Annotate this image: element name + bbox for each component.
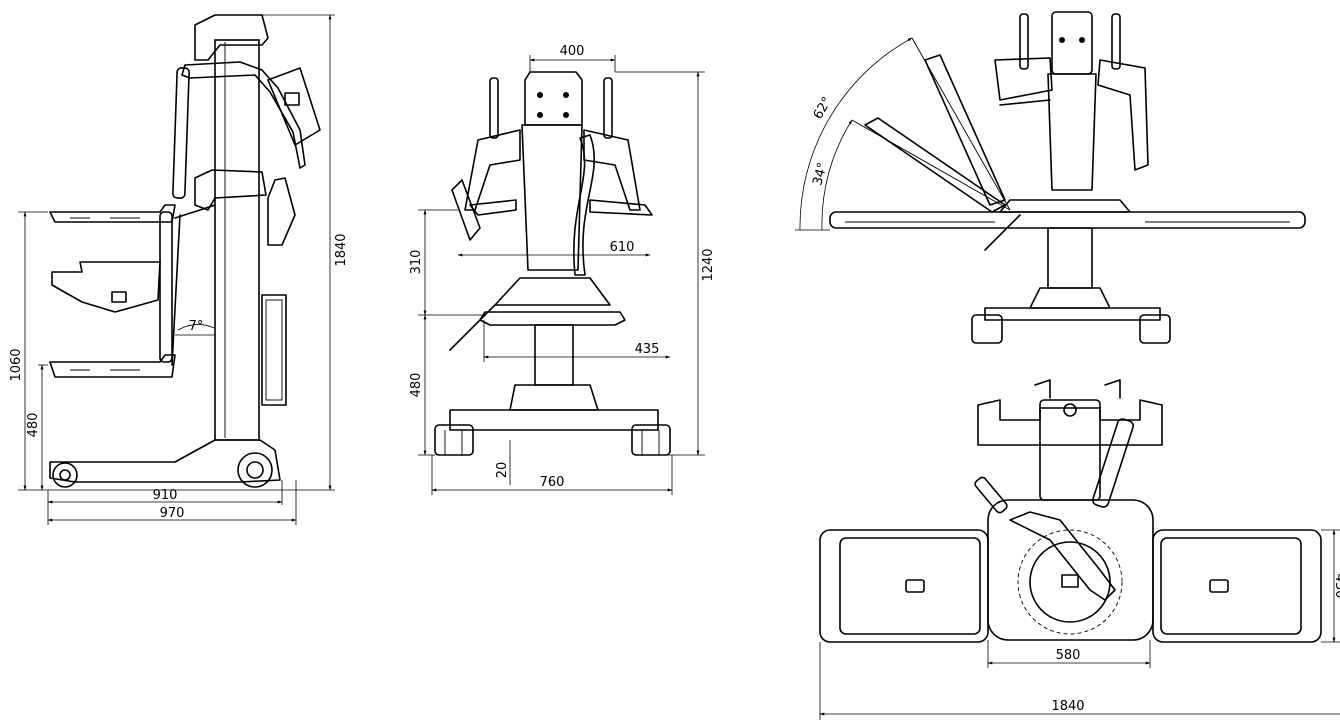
upper-knee-pad bbox=[267, 67, 321, 146]
dim-arm-span: 610 bbox=[610, 240, 635, 255]
rear-wheel bbox=[237, 452, 273, 488]
front-head bbox=[524, 71, 583, 126]
plan-seat-right bbox=[1152, 529, 1322, 643]
dim-clearance: 20 bbox=[495, 462, 510, 479]
tilt-head bbox=[1051, 11, 1093, 75]
lower-seat bbox=[49, 354, 176, 378]
middle-seat bbox=[51, 261, 161, 313]
plan-seat-left bbox=[819, 529, 989, 643]
plan-strap bbox=[1009, 511, 1116, 601]
front-view: 400 1240 610 310 435 480 20 760 bbox=[409, 44, 716, 495]
upper-seat bbox=[49, 204, 176, 223]
dim-plate-height: 480 bbox=[409, 373, 424, 398]
lower-handle bbox=[267, 177, 296, 246]
battery-pack bbox=[261, 294, 287, 406]
upper-arm bbox=[181, 61, 306, 169]
angle-small: 34° bbox=[810, 161, 830, 187]
tilt-view: 62° 34° bbox=[795, 11, 1306, 344]
plan-view: 430 580 1840 bbox=[819, 379, 1340, 720]
carriage-head bbox=[194, 169, 267, 211]
side-view: 1060 480 1840 910 970 7° bbox=[9, 14, 349, 525]
front-column bbox=[521, 124, 583, 271]
dim-arm-height: 310 bbox=[409, 250, 424, 275]
dim-lower-seat: 480 bbox=[26, 413, 41, 438]
dim-depth: 430 bbox=[1332, 574, 1340, 599]
dim-total-width: 1840 bbox=[1051, 699, 1084, 714]
dim-plate-width: 435 bbox=[635, 342, 660, 357]
lift-head bbox=[194, 14, 269, 61]
dim-wheelbase: 910 bbox=[153, 488, 178, 503]
dim-base-width: 760 bbox=[540, 475, 565, 490]
lift-column bbox=[214, 39, 260, 441]
front-wheel bbox=[52, 462, 78, 488]
angle-large: 62° bbox=[811, 95, 836, 122]
dim-total-length: 970 bbox=[160, 506, 185, 521]
front-base bbox=[449, 409, 659, 431]
left-handle bbox=[451, 179, 481, 241]
footplate bbox=[479, 311, 626, 326]
strap bbox=[573, 134, 596, 276]
tilt-seat-bar bbox=[829, 211, 1306, 229]
dim-inner-width: 580 bbox=[1056, 648, 1081, 663]
dim-total-height: 1840 bbox=[334, 233, 349, 266]
dim-head-width: 400 bbox=[560, 44, 585, 59]
dim-front-height: 1240 bbox=[701, 248, 716, 281]
tilt-panel-62 bbox=[924, 54, 1006, 206]
dim-angle: 7° bbox=[189, 319, 204, 334]
side-base bbox=[49, 439, 281, 483]
dim-seat-height: 1060 bbox=[9, 348, 24, 381]
turntable bbox=[1029, 541, 1111, 623]
plan-column bbox=[1039, 399, 1101, 501]
